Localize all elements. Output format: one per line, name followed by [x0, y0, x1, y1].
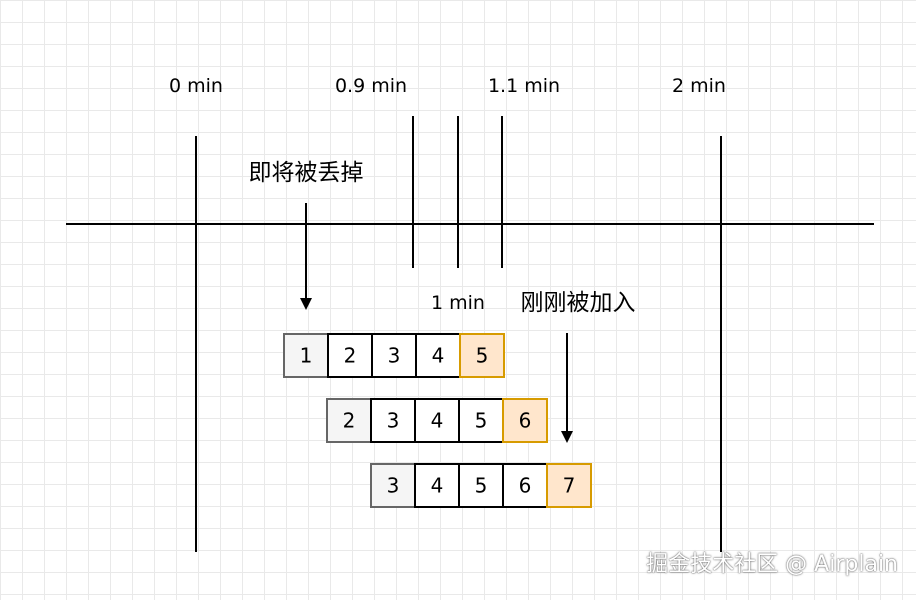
window-cell-label: 2: [344, 344, 357, 368]
just-added-label: 刚刚被加入: [521, 290, 636, 316]
window-row: 3 4 5 6 7: [370, 463, 592, 508]
time-label-2: 2 min: [672, 75, 726, 97]
time-label-1-1: 1.1 min: [488, 75, 560, 97]
window-cell-label: 3: [388, 344, 401, 368]
window-cell-label: 4: [431, 409, 444, 433]
to-be-discarded-label: 即将被丢掉: [249, 160, 364, 186]
window-cell-label: 1: [300, 344, 313, 368]
window-cell: [502, 463, 548, 508]
window-cell: [458, 463, 504, 508]
window-cell-label: 7: [563, 474, 576, 498]
window-cell: [459, 333, 505, 378]
window-cell: [415, 333, 461, 378]
window-cell-label: 6: [519, 474, 532, 498]
window-cell: [502, 398, 548, 443]
window-cell-label: 5: [475, 409, 488, 433]
window-cell-label: 3: [387, 474, 400, 498]
window-cell-label: 5: [476, 344, 489, 368]
window-cell-label: 4: [431, 474, 444, 498]
window-cell-label: 5: [475, 474, 488, 498]
time-label-0: 0 min: [169, 75, 223, 97]
current-time-label: 1 min: [431, 292, 485, 314]
window-cell-label: 6: [519, 409, 532, 433]
window-cell: [414, 463, 460, 508]
window-row: 2 3 4 5 6: [326, 398, 548, 443]
watermark: 掘金技术社区 @ Airplain: [646, 552, 898, 577]
window-row: 1 2 3 4 5: [283, 333, 505, 378]
window-cell: [327, 333, 373, 378]
window-cell-label: 4: [432, 344, 445, 368]
window-cell-label: 3: [387, 409, 400, 433]
window-cell: [370, 398, 416, 443]
time-label-0-9: 0.9 min: [335, 75, 407, 97]
window-rows: 1 2 3 4 5 2 3 4 5 6 3 4 5 6 7: [283, 333, 592, 508]
window-cell: [458, 398, 504, 443]
window-cell: [546, 463, 592, 508]
window-cell: [370, 463, 416, 508]
window-cell: [326, 398, 372, 443]
window-cell-label: 2: [343, 409, 356, 433]
window-cell: [283, 333, 329, 378]
